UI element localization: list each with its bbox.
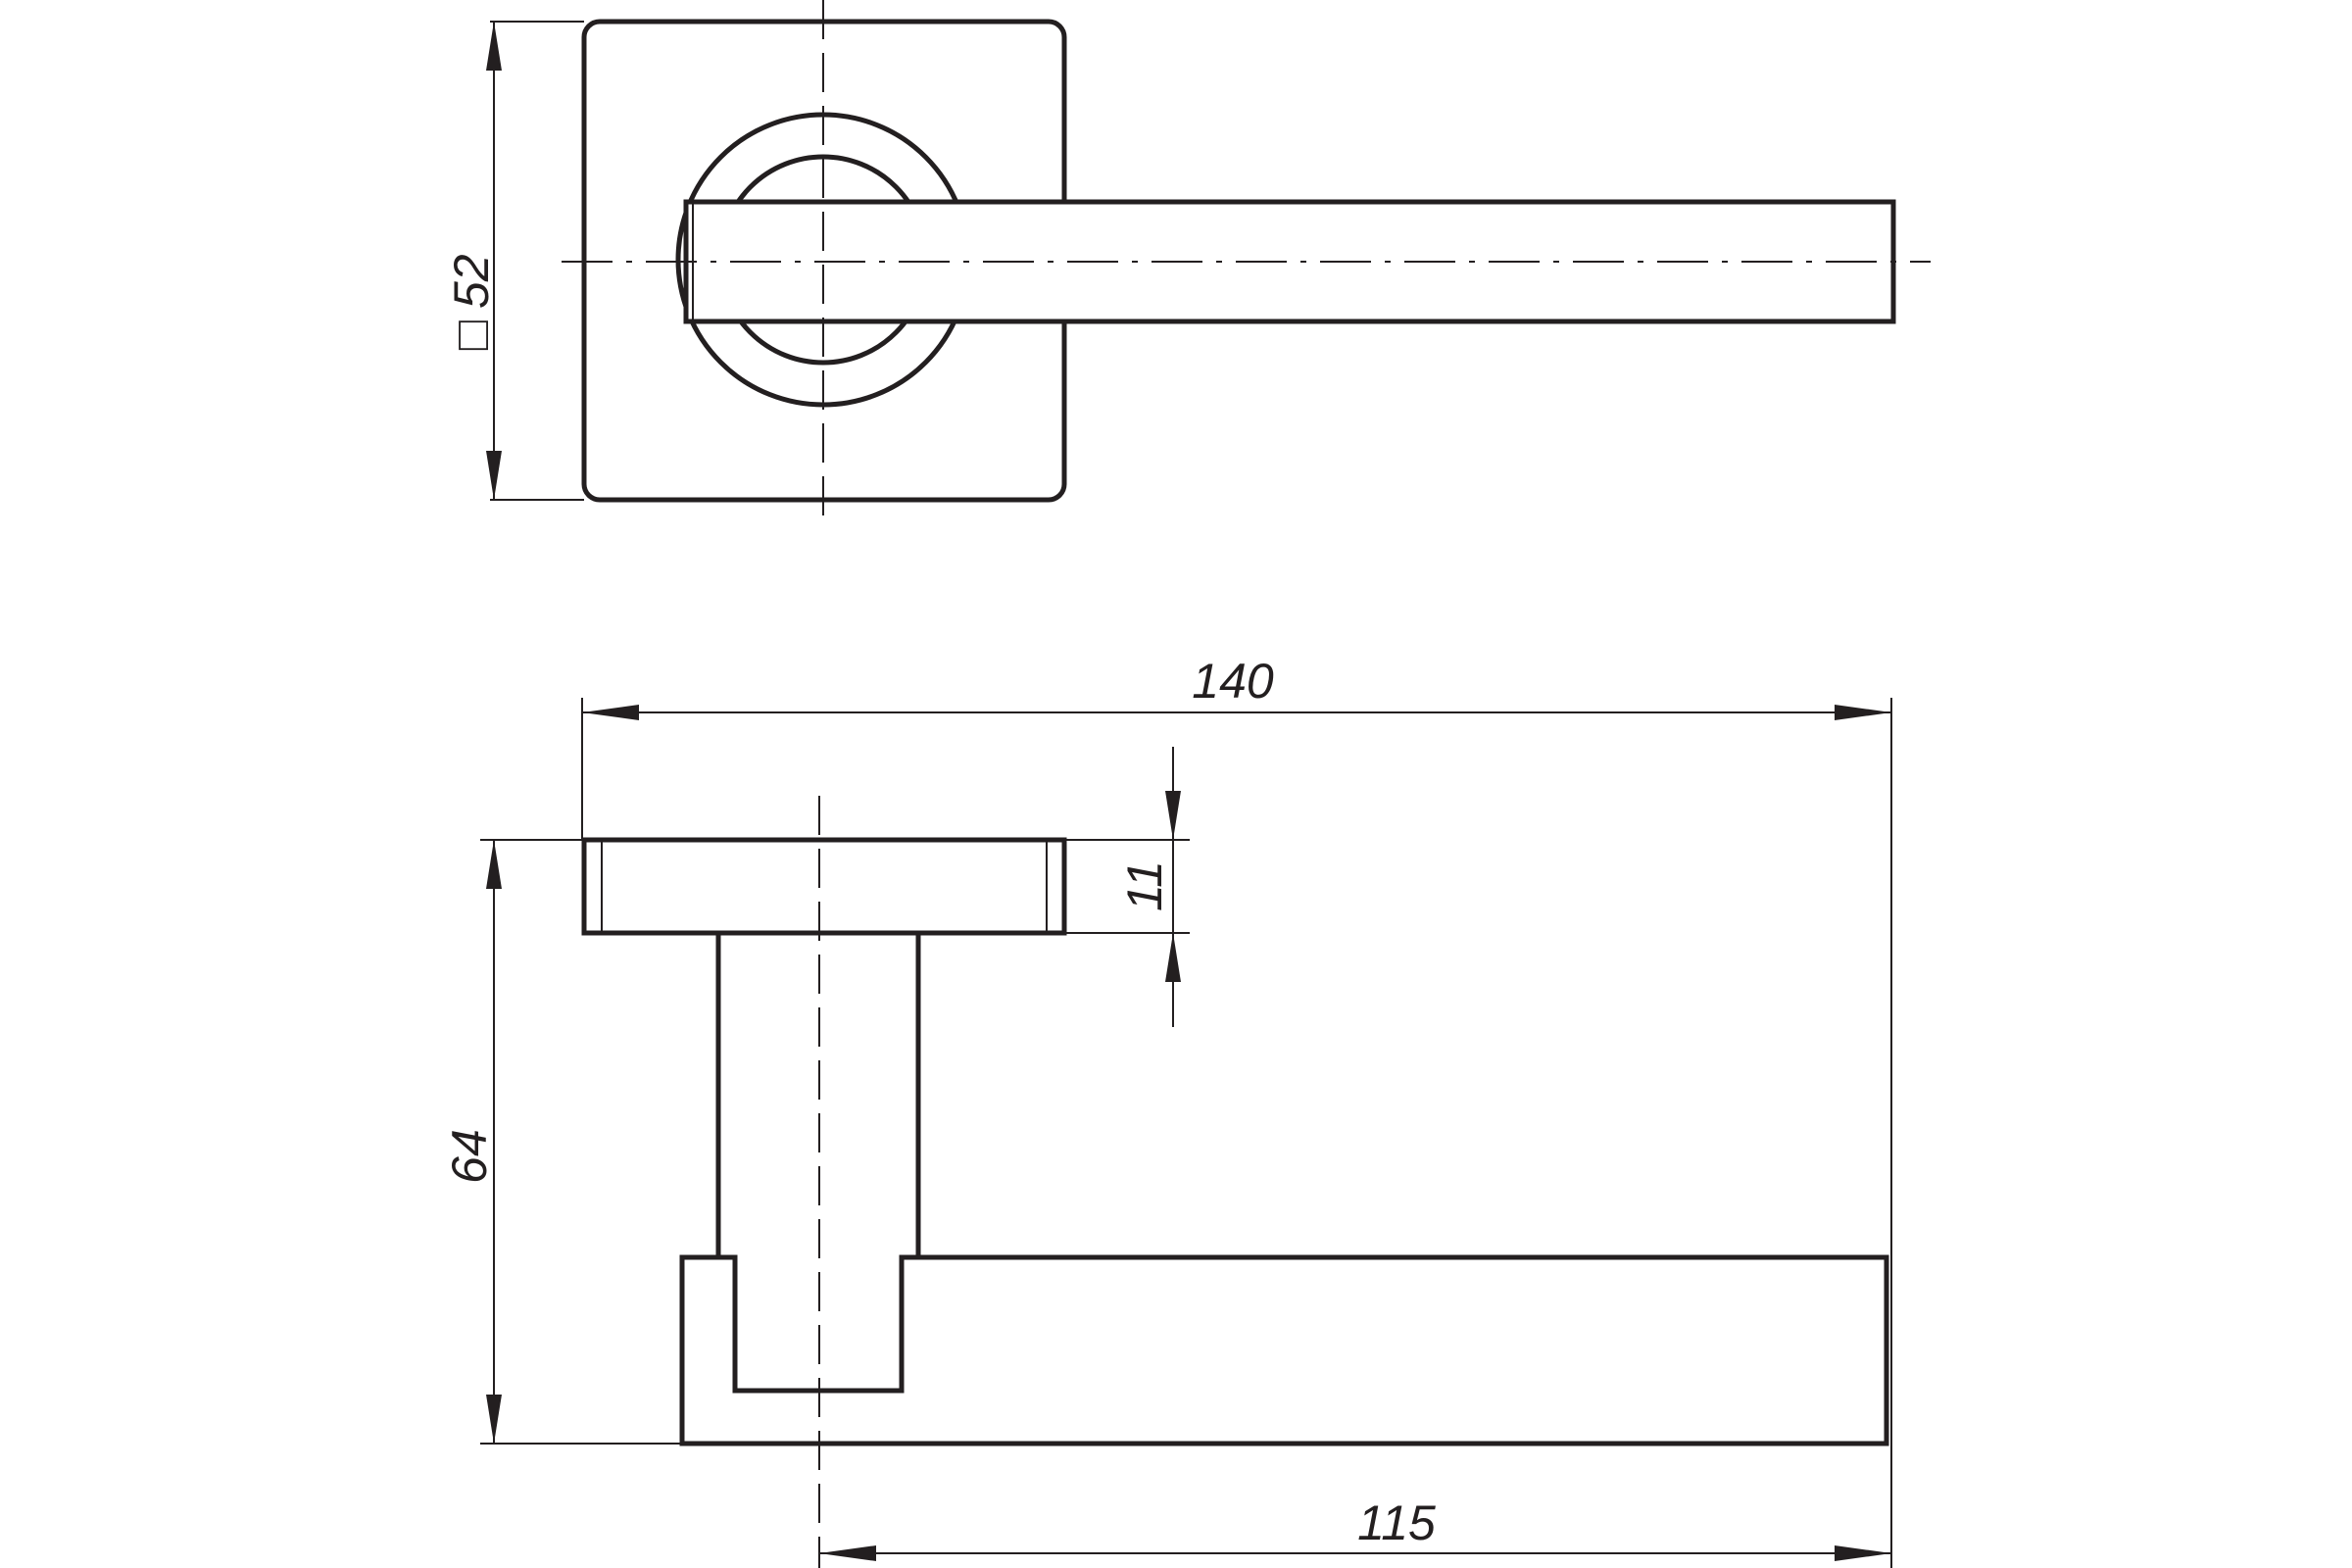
arrowhead-52-bottom: [486, 451, 502, 500]
dim-label-11: 11: [1117, 860, 1172, 911]
arrowhead-11-bottom: [1165, 933, 1181, 982]
arrowhead-52-top: [486, 22, 502, 71]
dim-label-52: 52: [444, 254, 499, 309]
rose-disc-side: [581, 837, 1067, 936]
dim-label-140: 140: [1192, 654, 1274, 709]
arrowhead-140-right: [1835, 705, 1891, 720]
dim-label-square-symbol: □: [444, 319, 499, 350]
dim-label-64: 64: [442, 1129, 497, 1184]
side-view: 140 11 64 115: [442, 654, 1892, 1568]
lever-top: [683, 199, 1896, 324]
lever-side-profile: [679, 1254, 1889, 1446]
top-view: □ 52: [444, 0, 1931, 529]
dim-label-115: 115: [1357, 1495, 1436, 1550]
arrowhead-115-right: [1835, 1545, 1891, 1561]
arrowhead-115-left: [819, 1545, 876, 1561]
arrowhead-64-bottom: [486, 1395, 502, 1444]
arrowhead-64-top: [486, 840, 502, 889]
arrowhead-140-left: [582, 705, 639, 720]
arrowhead-11-top: [1165, 791, 1181, 840]
